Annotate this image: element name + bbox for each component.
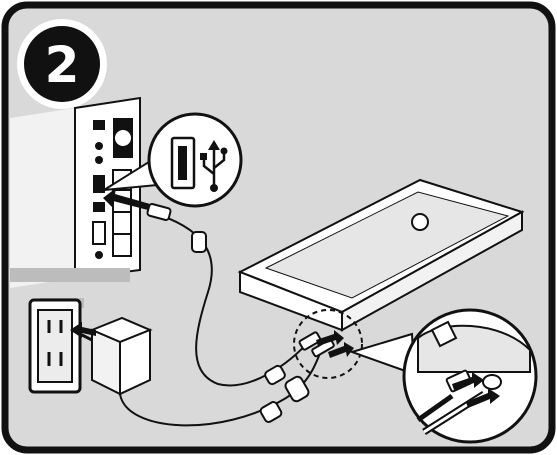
arrow-callout-usb — [452, 372, 484, 390]
wall-outlet — [28, 298, 84, 394]
cable-connectors — [146, 203, 310, 423]
arrow-to-pc — [103, 188, 150, 210]
usb-port-icon — [170, 136, 196, 190]
ac-adapter — [89, 316, 153, 396]
arrow-icon — [70, 188, 500, 408]
arrow-power-scanner — [328, 342, 354, 358]
step-number: 2 — [45, 36, 80, 94]
step-badge: 2 — [17, 19, 107, 109]
arrow-to-outlet — [70, 322, 96, 338]
scanner — [237, 178, 525, 332]
scanner-plugs — [298, 331, 335, 358]
arrow-callout-power — [466, 388, 500, 408]
zoom-target-circle — [293, 309, 363, 379]
computer-tower — [10, 96, 141, 288]
scanner-port-callout — [348, 308, 538, 444]
arrow-usb-scanner — [316, 330, 344, 346]
usb-symbol-icon — [200, 140, 228, 192]
usb-port-callout — [103, 112, 243, 208]
